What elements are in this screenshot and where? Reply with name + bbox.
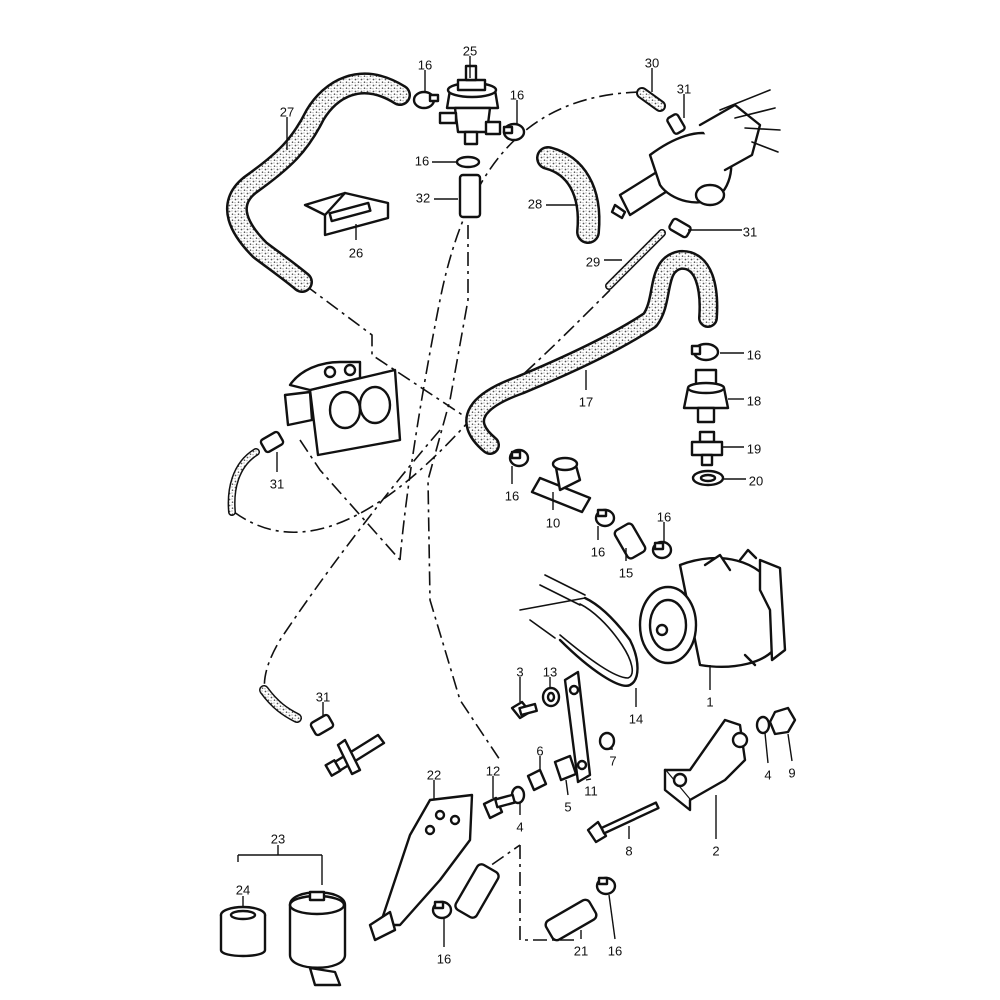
clamp-16-right (690, 342, 720, 362)
pump-1 (638, 548, 787, 668)
callout-c16h: 16 (437, 951, 451, 966)
filter-23 (288, 890, 347, 987)
washer-13 (541, 686, 561, 708)
callout-c12: 12 (486, 763, 500, 778)
callout-c10: 10 (546, 515, 560, 530)
hose-21 (544, 898, 598, 942)
clamp-16-mid-top (455, 155, 481, 169)
bolt-8 (586, 801, 660, 844)
callout-c24: 24 (236, 882, 250, 897)
connector-31-top (666, 113, 686, 135)
callout-c25: 25 (463, 43, 477, 58)
nut-9 (768, 706, 797, 736)
belt-14 (519, 574, 639, 687)
carburetor (283, 360, 402, 457)
clamp-16-top-right (502, 122, 526, 142)
connector-31-lower (309, 713, 335, 737)
callout-c30: 30 (645, 55, 659, 70)
callout-c16d: 16 (747, 347, 761, 362)
callout-c6: 6 (536, 743, 543, 758)
clamp-16-mid-b (651, 540, 673, 560)
callout-c27: 27 (280, 104, 294, 119)
callout-c18: 18 (747, 393, 761, 408)
callout-c16g: 16 (657, 509, 671, 524)
clamp-16-lower-b (595, 876, 617, 896)
hose-32 (458, 173, 482, 219)
bracket-26 (303, 191, 390, 237)
callout-c9: 9 (788, 765, 795, 780)
callout-c31b: 31 (743, 224, 757, 239)
spacer-5 (553, 754, 578, 782)
hose-29 (605, 229, 666, 290)
valve-25 (438, 64, 502, 146)
callout-c2: 2 (712, 843, 719, 858)
bolt-3 (510, 700, 538, 720)
callout-c26: 26 (349, 245, 363, 260)
hose-lower-31 (259, 685, 302, 723)
callout-c31c: 31 (270, 476, 284, 491)
strap-11 (563, 670, 592, 784)
callout-c32: 32 (416, 190, 430, 205)
callout-c22: 22 (427, 767, 441, 782)
connector-31-mid (668, 217, 692, 239)
callout-c5: 5 (564, 799, 571, 814)
callout-c16a: 16 (418, 57, 432, 72)
callout-c14: 14 (629, 711, 643, 726)
callout-c16f: 16 (591, 544, 605, 559)
filter-24 (219, 905, 267, 958)
hose-lower-center (454, 863, 500, 919)
bolt-12 (482, 793, 516, 820)
hose-28 (536, 146, 601, 244)
hose-left-31 (227, 448, 260, 516)
hose-27 (225, 72, 411, 293)
bolt-6 (526, 768, 548, 792)
callout-c15: 15 (619, 565, 633, 580)
callout-c28: 28 (528, 196, 542, 211)
callout-c17: 17 (579, 394, 593, 409)
callout-c13: 13 (543, 664, 557, 679)
valve-18 (682, 368, 730, 424)
washer-4b (755, 715, 771, 735)
callout-c21: 21 (574, 943, 588, 958)
hose-30 (636, 87, 666, 112)
fitting-19 (690, 430, 724, 467)
tee-10 (530, 456, 592, 514)
callout-c7: 7 (609, 753, 616, 768)
fitting-tee (324, 733, 386, 777)
bracket-2 (663, 718, 749, 812)
hose-17 (465, 250, 719, 455)
callout-c4b: 4 (516, 819, 523, 834)
callout-c16i: 16 (608, 943, 622, 958)
clamp-16-mid-a (594, 508, 616, 528)
callout-c1: 1 (706, 694, 713, 709)
clamp-16-top-left (412, 90, 440, 110)
washer-20 (691, 469, 725, 487)
clamp-16-lower-a (431, 900, 453, 920)
callout-c4a: 4 (764, 767, 771, 782)
connector-31-left (259, 430, 285, 454)
bracket-22 (368, 793, 474, 942)
routing-lines (233, 91, 641, 941)
distributor (610, 89, 781, 220)
callout-c29: 29 (586, 254, 600, 269)
callout-c3: 3 (516, 664, 523, 679)
washer-7 (598, 731, 616, 751)
leader-lines (237, 56, 793, 947)
callout-c16b: 16 (510, 87, 524, 102)
callout-c11: 11 (584, 783, 598, 798)
callout-c19: 19 (747, 441, 761, 456)
callout-c16c: 16 (415, 153, 429, 168)
hose-15 (613, 522, 647, 560)
callout-c31d: 31 (316, 689, 330, 704)
clamp-16-center (508, 448, 530, 468)
callout-c8: 8 (625, 843, 632, 858)
callout-c20: 20 (749, 473, 763, 488)
callout-c23: 23 (271, 831, 285, 846)
callout-c31a: 31 (677, 81, 691, 96)
callout-c16e: 16 (505, 488, 519, 503)
